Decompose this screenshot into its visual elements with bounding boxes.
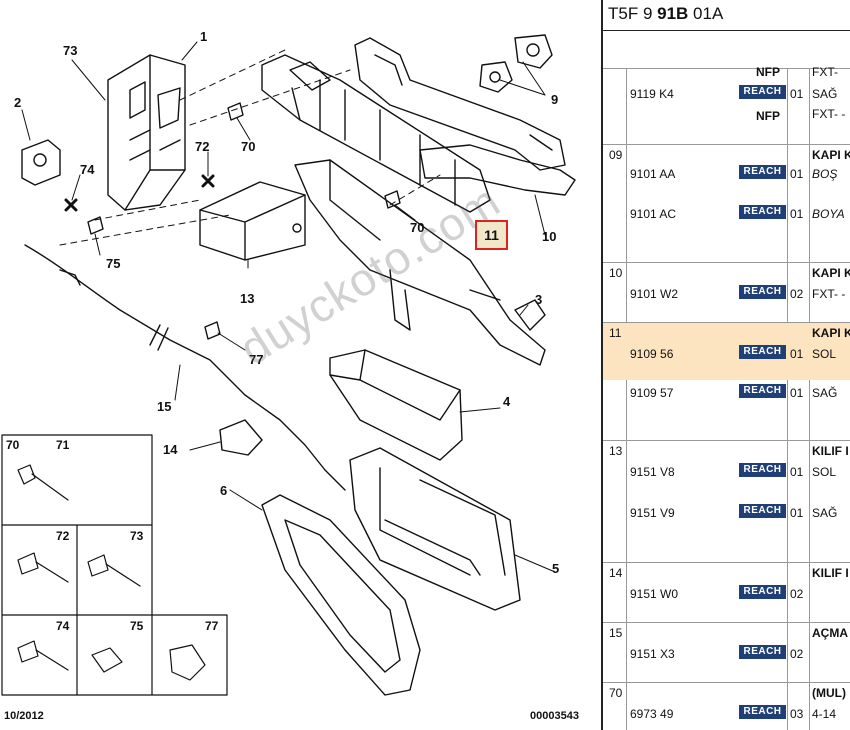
parts-row[interactable]: NFP FXT- 9119 K4 REACH 01 SAĞ FXT- - NFP — [603, 65, 850, 144]
callout-70-right: 70 — [410, 220, 425, 235]
callout-70-left: 70 — [241, 139, 256, 154]
parts-drawing — [1, 34, 576, 696]
reach-badge: REACH — [739, 705, 786, 719]
callout-77: 77 — [249, 352, 264, 367]
callout-74: 74 — [80, 162, 95, 177]
parts-row[interactable]: 15 AÇMA 9151 X3 REACH 02 — [603, 622, 850, 682]
parts-row[interactable]: 9109 57 REACH 01 SAĞ — [630, 384, 838, 400]
legend-74: 74 — [56, 619, 70, 633]
diagram-ref: 00003543 — [530, 710, 579, 722]
parts-row[interactable]: 09 KAPI K 9101 AA REACH 01 BOŞ 9101 AC R… — [603, 144, 850, 262]
callout-5: 5 — [552, 561, 560, 576]
callout-75: 75 — [106, 256, 121, 271]
legend-70: 70 — [6, 438, 20, 452]
parts-row[interactable]: 13 KILIF I 9151 V8 REACH 01 SOL 9151 V9 … — [603, 440, 850, 562]
callout-3: 3 — [535, 292, 543, 307]
reach-badge: REACH — [739, 645, 786, 659]
part-number: 9109 56 — [630, 347, 674, 361]
callout-4: 4 — [503, 394, 511, 409]
parts-row[interactable]: 14 KILIF I 9151 W0 REACH 02 — [603, 562, 850, 622]
part-number: 9151 W0 — [630, 587, 679, 601]
callout-9: 9 — [551, 92, 559, 107]
callout-73: 73 — [63, 43, 78, 58]
part-number: 9101 AA — [630, 167, 676, 181]
legend-75: 75 — [130, 619, 144, 633]
reach-badge: REACH — [739, 585, 786, 599]
part-number: 9151 V9 — [630, 506, 675, 520]
legend-73: 73 — [130, 529, 144, 543]
reach-badge: REACH — [739, 205, 786, 219]
parts-row[interactable]: 10 KAPI K 9101 W2 REACH 02 FXT- - — [603, 262, 850, 322]
callout-15: 15 — [157, 399, 172, 414]
callout-1: 1 — [200, 29, 208, 44]
callout-11-highlight[interactable]: 11 — [475, 220, 508, 250]
callout-2: 2 — [14, 95, 22, 110]
part-number: 9101 AC — [630, 207, 677, 221]
callout-10: 10 — [542, 229, 557, 244]
parts-list-panel: T5F 9 91B 01A NFP FXT- 9119 K4 REACH 01 … — [601, 0, 850, 730]
reach-badge: REACH — [739, 345, 786, 359]
callout-13: 13 — [240, 291, 255, 306]
reach-badge: REACH — [739, 285, 786, 299]
part-number: 9151 V8 — [630, 465, 675, 479]
reach-badge: REACH — [739, 463, 786, 477]
reach-badge: REACH — [739, 384, 786, 398]
part-number: 9109 57 — [630, 386, 674, 400]
part-number: 9151 X3 — [630, 647, 675, 661]
legend-72: 72 — [56, 529, 70, 543]
callout-6: 6 — [220, 483, 228, 498]
part-number: 9101 W2 — [630, 287, 679, 301]
part-number: 6973 49 — [630, 707, 674, 721]
reach-badge: REACH — [739, 165, 786, 179]
parts-row-selected[interactable]: 11 KAPI K 9109 56 REACH 01 SOL — [603, 322, 850, 380]
callout-72: 72 — [195, 139, 210, 154]
diagram-date: 10/2012 — [4, 710, 44, 722]
legend-71: 71 — [56, 438, 70, 452]
reach-badge: REACH — [739, 85, 786, 99]
panel-title: T5F 9 91B 01A — [608, 4, 724, 23]
exploded-parts-diagram: 1 73 2 74 72 70 70 75 13 77 15 14 6 4 5 … — [1, 29, 579, 722]
legend-77: 77 — [205, 619, 219, 633]
parts-row[interactable]: 70 (MUL) 6973 49 REACH 03 4-14 — [603, 682, 850, 730]
part-number: 9119 K4 — [630, 87, 674, 101]
reach-badge: REACH — [739, 504, 786, 518]
callout-14: 14 — [163, 442, 178, 457]
